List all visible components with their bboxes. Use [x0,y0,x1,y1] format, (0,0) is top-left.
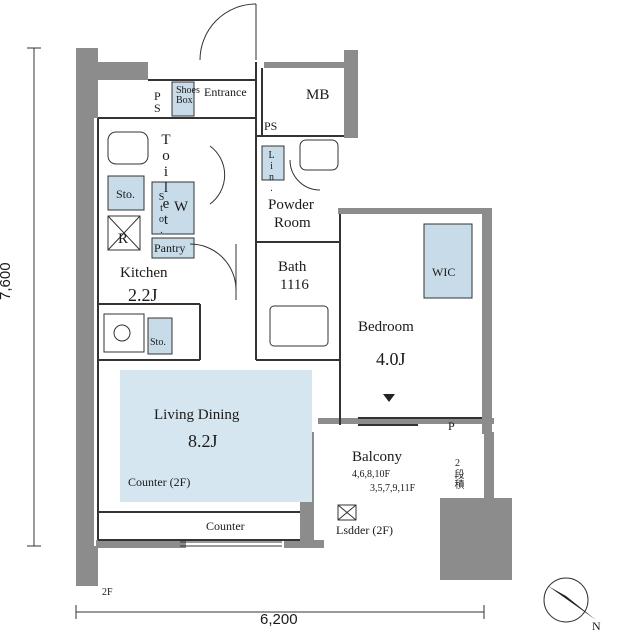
w-label: W [174,199,189,215]
bath-label: Bath [278,259,307,275]
powder-room-label-2: Room [274,215,311,231]
dimension-lines [27,47,485,619]
ps-label: PS [264,119,278,133]
bedroom-label: Bedroom [358,319,414,335]
r-label: R [118,231,129,247]
lin-label: Lin. [266,150,277,194]
shoes-box-label: Shoes Box [176,85,200,106]
entrance-label: Entrance [204,85,247,99]
window-marker [383,394,395,402]
sto-toilet-label: Sto. [116,187,136,201]
mb-label: MB [306,87,330,103]
floors-a-label: 4,6,8,10F [352,469,391,480]
p-label: P [448,419,455,433]
ps-left-label: PS [154,89,161,115]
floors-b-label: 3,5,7,9,11F [370,483,416,494]
living-dining-label: Living Dining [154,407,240,423]
living-dining-size-label: 8.2J [188,431,218,451]
bedroom-size-label: 4.0J [376,349,406,369]
floor-2f-label: 2F [102,587,113,598]
storage-areas [107,81,473,355]
interior-walls [97,62,482,541]
bath-size-label: 1116 [280,277,309,293]
powder-room-label-1: Powder [268,197,314,213]
living-dining-area [120,370,312,502]
counter-label: Counter [206,519,245,533]
sto-kitchen-label: Sto. [150,337,166,348]
door-swings [103,3,357,547]
north-label: N [592,619,601,633]
kitchen-label: Kitchen [120,265,168,281]
balcony-label: Balcony [352,449,402,465]
sto-w-label: Sto. [156,192,167,236]
pantry-label: Pantry [154,241,186,255]
wic-label: WIC [432,265,456,279]
toilet-label: Toilet [158,132,174,228]
north-compass [543,577,596,623]
counter-2f-label: Counter (2F) [128,475,191,489]
kitchen-size-label: 2.2J [128,285,158,305]
height-dimension-label: 7,600 [0,262,14,300]
width-dimension-label: 6,200 [260,611,298,628]
nidan-label: 2段積 [452,458,463,489]
exterior-walls [76,48,512,586]
ladder-label: Lsdder (2F) [336,523,393,537]
